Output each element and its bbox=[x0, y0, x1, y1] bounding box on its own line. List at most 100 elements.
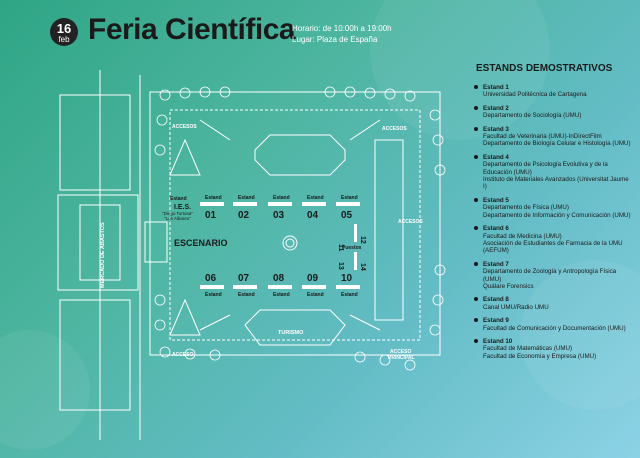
side-stand-number: 14 bbox=[359, 263, 366, 271]
legend-item-line: Canal UMU/Radio UMU bbox=[483, 303, 549, 311]
market-building-outer bbox=[57, 194, 139, 291]
ies-sub1: "Diego Tortosa" bbox=[162, 211, 193, 216]
legend-item-label: Estand 4 bbox=[483, 153, 509, 161]
stand-label-word: Estand bbox=[205, 292, 222, 298]
label-puestos: Puestos bbox=[342, 245, 362, 251]
stand-number: 09 bbox=[307, 273, 319, 284]
stand-booth bbox=[336, 285, 360, 289]
stand-number: 06 bbox=[205, 273, 217, 284]
stage-outline bbox=[144, 221, 168, 263]
bullet-icon bbox=[474, 318, 478, 323]
legend-item-line: Departamento de Biología Celular e Histo… bbox=[483, 140, 631, 148]
stand-booth bbox=[233, 202, 257, 206]
diagonal-path bbox=[349, 314, 381, 331]
stand-booth bbox=[302, 202, 326, 206]
top-fountain bbox=[254, 134, 346, 176]
stand-label-word: Estand bbox=[273, 195, 290, 201]
label-mercado: MERCADO DE ABASTOS bbox=[100, 222, 106, 288]
stand-label-word: Estand bbox=[307, 195, 324, 201]
stand-booth bbox=[233, 285, 257, 289]
triangle-garden bbox=[169, 298, 201, 336]
legend-item-line: Facultad de Veterinaria (UMU)-InDirectFi… bbox=[483, 133, 602, 141]
ies-sub2: "Los Albares" bbox=[164, 216, 191, 221]
legend-item-line: Facultad de Matemáticas (UMU) bbox=[483, 345, 573, 353]
stand-number: 10 bbox=[341, 273, 353, 284]
schedule-text: Horario: de 10:00h a 19:00h bbox=[292, 24, 392, 33]
stand-label-word: Estand bbox=[341, 292, 358, 298]
bullet-icon bbox=[474, 338, 478, 343]
legend-item-line: Universidad Politécnica de Cartagena bbox=[483, 91, 587, 99]
label-accesos-left: ACCESOS bbox=[172, 124, 197, 130]
stand-label-word: Estand bbox=[238, 195, 255, 201]
stand-number: 05 bbox=[341, 210, 353, 221]
date-month: feb bbox=[58, 35, 70, 44]
stand-number: 01 bbox=[205, 210, 217, 221]
bullet-icon bbox=[474, 197, 478, 202]
legend-item-line: Facultad de Comunicación y Documentación… bbox=[483, 324, 626, 332]
side-stand-number: 11 bbox=[337, 244, 344, 252]
side-booth bbox=[354, 224, 357, 242]
stand-booth bbox=[268, 202, 292, 206]
bullet-icon bbox=[474, 85, 478, 89]
plaza-inner bbox=[169, 109, 421, 341]
diagonal-path bbox=[199, 314, 231, 331]
plaza-outline bbox=[149, 91, 441, 356]
stand-number: 07 bbox=[238, 273, 250, 284]
label-acceso-principal-1: ACCESO bbox=[390, 349, 412, 355]
legend-item-label: Estand 7 bbox=[483, 260, 509, 268]
stand-label-word: Estand bbox=[205, 195, 222, 201]
location-text: Lugar: Plaza de España bbox=[292, 35, 378, 44]
stand-booth bbox=[302, 285, 326, 289]
stand-layer: Estand01Estand02Estand03Estand04Estand05… bbox=[200, 195, 366, 298]
legend-item-label: Estand 1 bbox=[483, 84, 509, 91]
legend-title: ESTANDS DEMOSTRATIVOS bbox=[476, 63, 613, 74]
diagonal-path bbox=[349, 119, 381, 141]
label-turismo: TURISMO bbox=[278, 330, 304, 336]
legend-item-line: Asociación de Estudiantes de Farmacia de… bbox=[483, 239, 623, 255]
right-gallery bbox=[374, 139, 404, 321]
date-day: 16 bbox=[56, 21, 72, 36]
side-stand-number: 13 bbox=[337, 262, 344, 270]
stand-booth bbox=[200, 285, 224, 289]
label-accesos-right: ACCESOS bbox=[382, 126, 407, 132]
stand-label-word: Estand bbox=[341, 195, 358, 201]
triangle-garden bbox=[169, 138, 201, 176]
legend-item-label: Estand 8 bbox=[483, 296, 509, 304]
bottom-fountain bbox=[244, 309, 346, 346]
legend-item-label: Estand 9 bbox=[483, 317, 509, 325]
event-info: Horario: de 10:00h a 19:00h Lugar: Plaza… bbox=[292, 23, 392, 45]
legend-item-line: Quálare Forensics bbox=[483, 282, 534, 290]
label-escenario: ESCENARIO bbox=[174, 238, 228, 248]
stand-number: 02 bbox=[238, 210, 250, 221]
bullet-icon bbox=[474, 297, 478, 302]
label-acceso-bottom: ACCESO bbox=[172, 352, 194, 358]
stand-booth bbox=[336, 202, 360, 206]
stand-booth bbox=[268, 285, 292, 289]
legend-item-label: Estand 10 bbox=[483, 337, 513, 345]
stand-label-word: Estand bbox=[273, 292, 290, 298]
legend-item-line: Departamento de Zoología y Antropología … bbox=[483, 268, 617, 283]
date-badge: 16 feb bbox=[50, 18, 78, 46]
stand-booth bbox=[200, 202, 224, 206]
bullet-icon bbox=[474, 261, 478, 266]
legend-item-line: Departamento de Información y Comunicaci… bbox=[483, 211, 631, 219]
page-title: Feria Científica bbox=[88, 13, 296, 46]
legend-item-label: Estand 5 bbox=[483, 196, 509, 204]
side-stand-number: 12 bbox=[359, 236, 366, 244]
label-accesos-mid: ACCESOS bbox=[398, 219, 423, 225]
diagonal-path bbox=[199, 119, 231, 141]
stand-number: 08 bbox=[273, 273, 285, 284]
legend-item-line: Departamento de Sociología (UMU) bbox=[483, 112, 582, 120]
legend-item-line: Facultad de Medicina (UMU) bbox=[483, 232, 562, 240]
ies-name: I.E.S. bbox=[174, 204, 191, 211]
